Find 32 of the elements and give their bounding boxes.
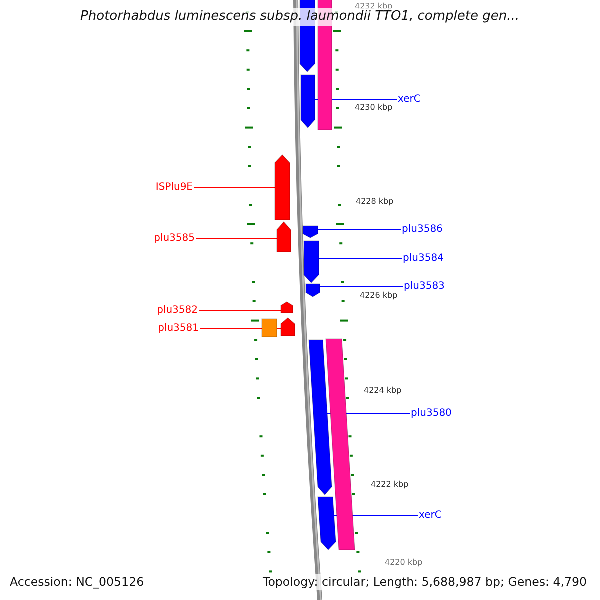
leader-line [198,310,282,312]
gene-feature [326,338,356,550]
scale-label: 4220 kbp [385,558,423,568]
gene-label: plu3585 [154,233,195,245]
scale-label: 4232 kbp [355,2,393,11]
gene-feature [302,226,318,238]
leader-line [196,238,278,240]
gene-label: plu3583 [404,281,445,293]
footer-text: Accession: NC_005126 [10,574,144,590]
gene-label: xerC [398,94,421,106]
gene-label: plu3586 [402,224,443,236]
leader-line [320,286,404,288]
scale-label: 4222 kbp [371,480,409,490]
gene-label: plu3580 [411,408,452,420]
leader-line [200,328,282,330]
scale-label: 4230 kbp [355,103,393,113]
gene-label: plu3581 [158,323,199,335]
gene-feature [280,318,296,336]
gene-label: plu3582 [157,305,198,317]
gene-feature [276,222,292,252]
leader-line [318,258,402,260]
scale-label: 4226 kbp [360,291,398,301]
scale-label: 4224 kbp [364,386,402,396]
gene-label: plu3584 [403,253,444,265]
scale-label: 4228 kbp [356,197,394,207]
gene-label: ISPlu9E [156,182,193,194]
gene-label: xerC [419,510,442,522]
gene-feature [280,302,294,314]
gene-feature [300,74,316,128]
gene-feature [318,496,336,550]
gene-feature [262,318,278,338]
footer-text: Topology: circular; Length: 5,688,987 bp; Genes: 4,790 [263,574,588,590]
